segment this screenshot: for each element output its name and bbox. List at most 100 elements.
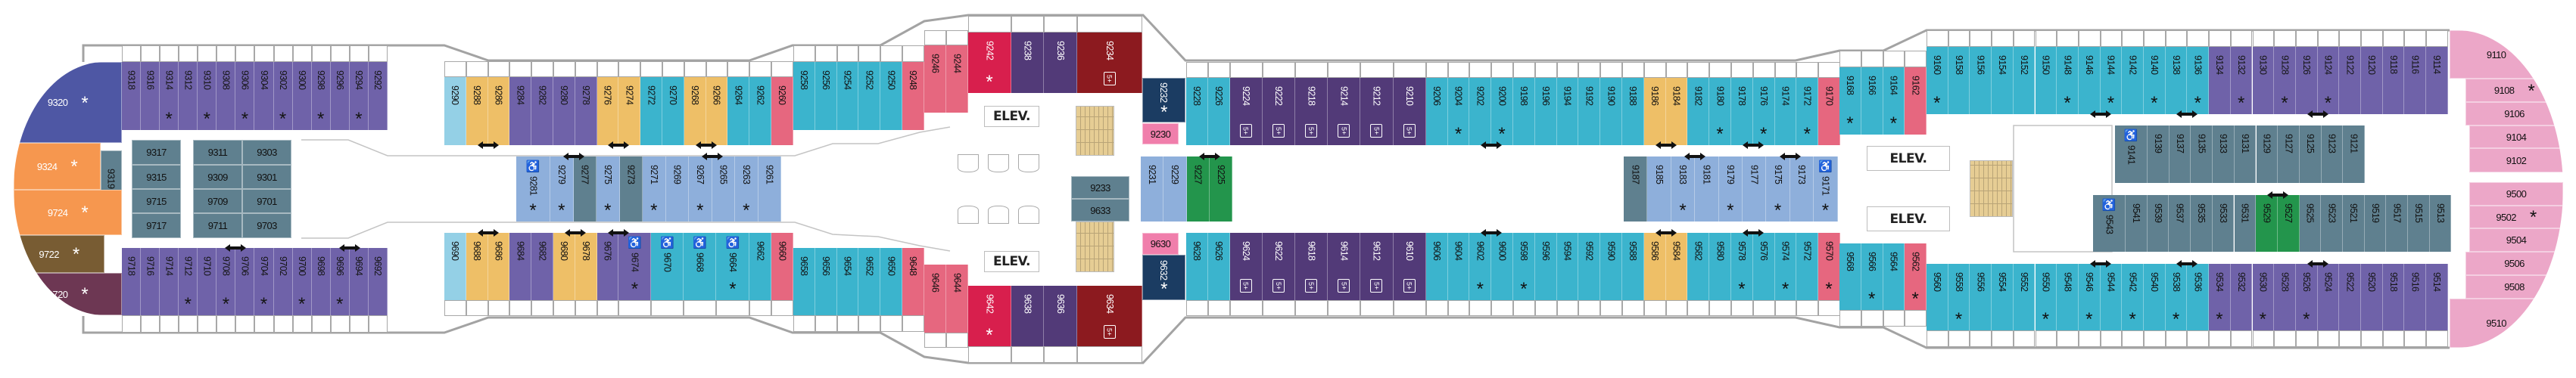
cabin[interactable]: 9178	[1731, 78, 1753, 145]
cabin[interactable]: 9570*	[1818, 233, 1840, 300]
cabin[interactable]: 9232*	[1142, 78, 1185, 122]
cabin[interactable]: 9515	[2408, 195, 2430, 252]
cabin[interactable]: 9514	[2426, 264, 2448, 330]
cabin[interactable]: 9650	[880, 248, 902, 315]
cabin[interactable]: 9320*	[14, 62, 122, 143]
cabin[interactable]: 9309	[193, 165, 242, 189]
cabin[interactable]: 9263*	[735, 156, 758, 222]
cabin[interactable]: 9132*	[2230, 47, 2253, 114]
cabin[interactable]: 9698	[311, 248, 331, 315]
cabin[interactable]: 9166	[1861, 67, 1883, 135]
cabin[interactable]: 9596	[1534, 233, 1557, 300]
cabin[interactable]: 9552	[2013, 264, 2036, 330]
cabin[interactable]: 9548	[2057, 264, 2079, 330]
cabin[interactable]: 9676	[596, 233, 619, 300]
cabin[interactable]: 9525	[2299, 195, 2322, 252]
cabin[interactable]: 9131	[2234, 125, 2257, 183]
cabin[interactable]: 9135	[2191, 125, 2213, 183]
cabin[interactable]: 9588	[1622, 233, 1644, 300]
cabin[interactable]: 9523	[2321, 195, 2343, 252]
cabin[interactable]: 9108*	[2465, 79, 2563, 102]
cabin[interactable]: 9688	[466, 233, 488, 300]
cabin[interactable]: 9275*	[596, 156, 620, 222]
cabin[interactable]: 9598*	[1513, 233, 1535, 300]
cabin[interactable]: 9720*	[14, 273, 122, 315]
cabin[interactable]: 9638	[1011, 286, 1044, 346]
cabin[interactable]: ♿9141	[2115, 125, 2148, 183]
cabin[interactable]: 9267*	[689, 156, 712, 222]
cabin[interactable]: 9660	[771, 233, 793, 300]
cabin[interactable]: 9252	[858, 62, 881, 130]
cabin[interactable]: 9590	[1600, 233, 1622, 300]
cabin[interactable]: 9134	[2209, 47, 2231, 114]
cabin[interactable]: 9694	[349, 248, 369, 315]
cabin[interactable]: 9264	[727, 77, 750, 145]
cabin[interactable]: 9266	[706, 77, 728, 145]
cabin[interactable]: ♿9668	[684, 233, 717, 300]
cabin[interactable]: 9121	[2343, 125, 2365, 183]
cabin[interactable]: 9510*	[2450, 299, 2563, 348]
cabin[interactable]: 9102	[2469, 148, 2563, 172]
cabin[interactable]: 9644	[946, 265, 968, 333]
cabin[interactable]: 9532	[2230, 264, 2253, 330]
cabin[interactable]: 9130	[2252, 47, 2275, 114]
cabin[interactable]: 9265	[712, 156, 735, 222]
cabin[interactable]: 9236	[1044, 33, 1077, 93]
cabin[interactable]: 9123	[2321, 125, 2344, 183]
cabin[interactable]: 9711	[193, 213, 242, 238]
cabin[interactable]: 9156	[1970, 47, 1992, 114]
cabin[interactable]: 9642*	[968, 286, 1011, 346]
cabin[interactable]: 9536	[2187, 264, 2210, 330]
cabin[interactable]: 9181	[1695, 156, 1719, 222]
cabin[interactable]: 9186	[1643, 78, 1666, 145]
cabin[interactable]: 9541	[2126, 195, 2148, 252]
cabin[interactable]: 9538*	[2165, 264, 2188, 330]
cabin[interactable]: 9632*	[1142, 255, 1185, 300]
cabin[interactable]: 9682	[531, 233, 553, 300]
cabin[interactable]: 9300	[292, 62, 312, 130]
cabin[interactable]: 9269	[665, 156, 689, 222]
cabin[interactable]: 9179*	[1718, 156, 1743, 222]
cabin[interactable]: 9225	[1209, 156, 1233, 222]
cabin[interactable]: 9172*	[1796, 78, 1819, 145]
cabin[interactable]: 9534*	[2209, 264, 2231, 330]
cabin[interactable]: 9626	[1207, 233, 1230, 300]
cabin[interactable]: 9709	[193, 189, 242, 213]
cabin[interactable]: 9154	[1992, 47, 2014, 114]
cabin[interactable]: 9550*	[2035, 264, 2057, 330]
cabin[interactable]: 9572	[1796, 233, 1819, 300]
cabin[interactable]: 9564	[1883, 243, 1905, 310]
cabin[interactable]: 9104	[2469, 125, 2563, 148]
cabin[interactable]: 9174	[1774, 78, 1797, 145]
cabin[interactable]: 9506	[2465, 252, 2563, 275]
cabin[interactable]: 9273	[619, 156, 643, 222]
cabin[interactable]: 9268	[684, 77, 706, 145]
cabin[interactable]: 9586	[1643, 233, 1666, 300]
cabin[interactable]: 9316	[141, 62, 160, 130]
cabin[interactable]: 9261	[758, 156, 781, 222]
cabin[interactable]: 9228	[1186, 78, 1208, 145]
cabin[interactable]: 9556	[1970, 264, 1992, 330]
cabin[interactable]: 9521	[2343, 195, 2365, 252]
cabin[interactable]: 9602*	[1469, 233, 1492, 300]
cabin[interactable]: 9298*	[311, 62, 331, 130]
cabin[interactable]: 9296	[330, 62, 350, 130]
cabin[interactable]: 9148*	[2057, 47, 2079, 114]
cabin[interactable]: 9656	[815, 248, 837, 315]
cabin[interactable]: 9718	[122, 248, 142, 315]
cabin[interactable]: 9724*	[14, 190, 122, 235]
cabin[interactable]: 9250	[880, 62, 902, 130]
cabin[interactable]: 9142	[2122, 47, 2144, 114]
cabin[interactable]: 9256	[815, 62, 837, 130]
cabin[interactable]: 9311	[193, 140, 242, 165]
cabin[interactable]: 9628	[1186, 233, 1208, 300]
cabin[interactable]: 9658	[793, 248, 815, 315]
cabin[interactable]: 9580	[1709, 233, 1731, 300]
cabin[interactable]: 9125	[2299, 125, 2322, 183]
cabin[interactable]: 9704*	[254, 248, 274, 315]
